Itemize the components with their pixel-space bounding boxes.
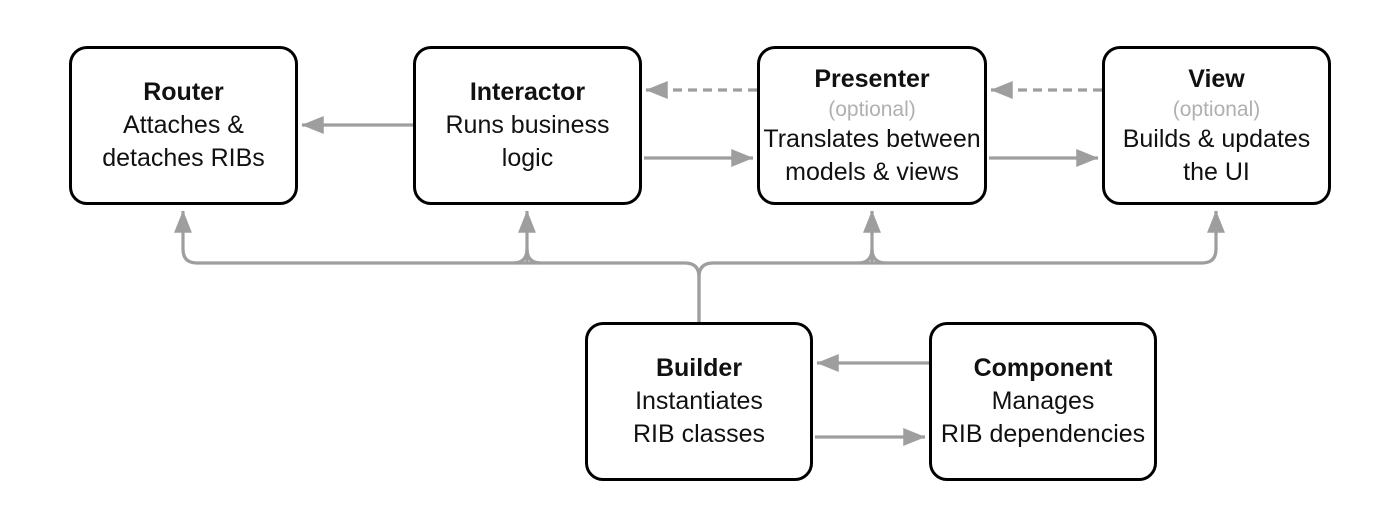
node-interactor-description-line: logic bbox=[501, 144, 554, 172]
node-router-title: Router bbox=[143, 78, 224, 106]
node-builder: Builder Instantiates RIB classes bbox=[585, 322, 813, 481]
node-view-description-line: Builds & updates bbox=[1122, 124, 1311, 153]
node-router-description-line: Attaches & bbox=[123, 111, 244, 139]
edge-builder-to-router bbox=[174, 210, 701, 322]
node-builder-title: Builder bbox=[655, 354, 743, 382]
node-presenter: Presenter (optional) Translates between … bbox=[757, 46, 987, 205]
node-builder-description-line: Instantiates bbox=[635, 387, 763, 415]
node-presenter-optional-label: (optional) bbox=[828, 97, 916, 121]
node-router: Router Attaches & detaches RIBs bbox=[69, 46, 298, 205]
tee-fillet bbox=[512, 248, 529, 265]
node-router-description-line: detaches RIBs bbox=[102, 144, 265, 172]
node-interactor: Interactor Runs business logic bbox=[413, 46, 642, 205]
edge-builder-to-view bbox=[697, 210, 1225, 322]
node-presenter-description-line: Translates between bbox=[763, 124, 981, 153]
node-builder-description-line: RIB classes bbox=[633, 420, 765, 448]
node-interactor-description-line: Runs business bbox=[445, 111, 610, 139]
tee-fillet bbox=[870, 248, 887, 265]
tee-fillet bbox=[525, 248, 542, 265]
node-view-optional-label: (optional) bbox=[1172, 97, 1261, 121]
node-component-title: Component bbox=[973, 354, 1113, 382]
node-view-description-line: the UI bbox=[1183, 157, 1250, 186]
node-interactor-title: Interactor bbox=[469, 78, 586, 106]
tee-fillet bbox=[857, 248, 874, 265]
node-component-description-line: RIB dependencies bbox=[940, 420, 1146, 448]
node-view: View (optional) Builds & updates the UI bbox=[1102, 46, 1331, 205]
node-view-title: View bbox=[1188, 64, 1245, 93]
node-component-description-line: Manages bbox=[991, 387, 1095, 415]
node-presenter-description-line: models & views bbox=[785, 157, 959, 186]
node-presenter-title: Presenter bbox=[814, 64, 930, 93]
node-component: Component Manages RIB dependencies bbox=[929, 322, 1157, 481]
